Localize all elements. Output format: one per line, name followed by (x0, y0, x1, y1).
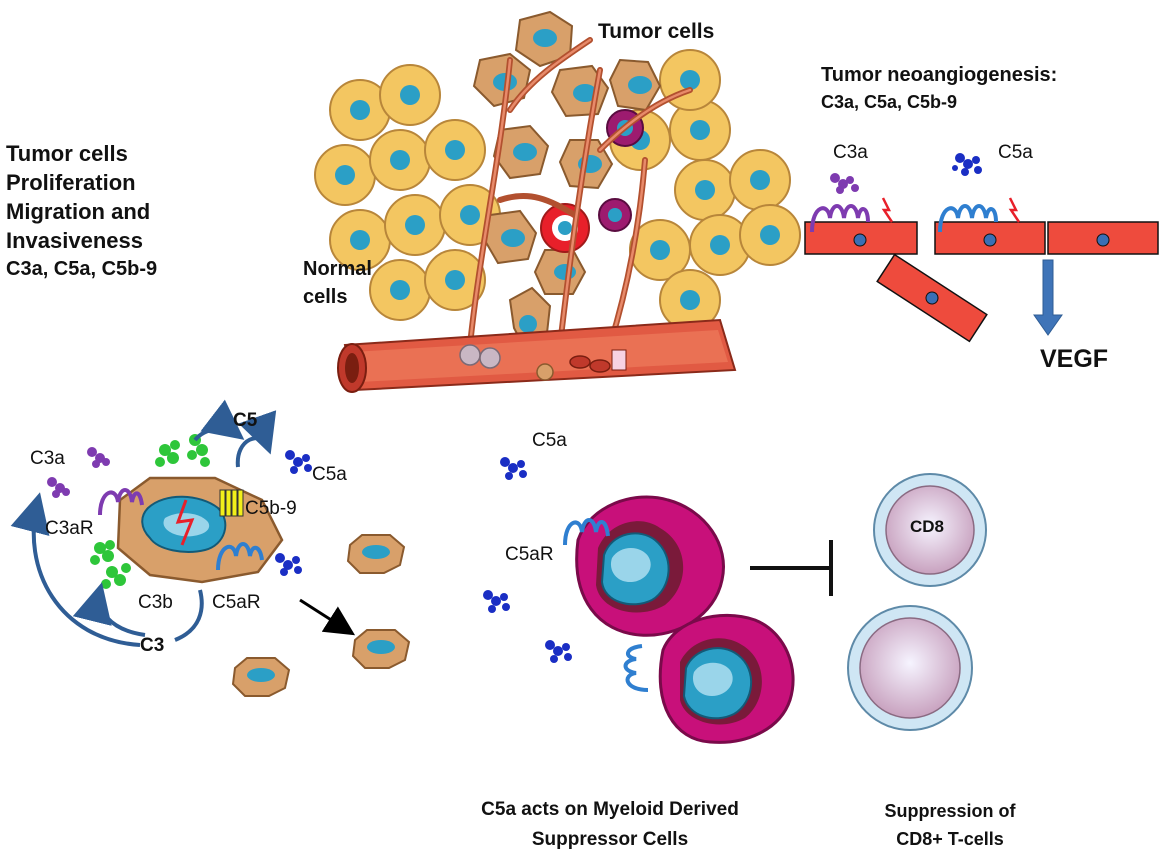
normal-cells-label-1: Normal (303, 258, 372, 280)
left-panel-line: Tumor cells (6, 141, 128, 166)
endothelial-cell-sprouting (876, 253, 988, 343)
c3-to-c3b-arrow (72, 582, 146, 637)
mdsc-caption: C5a acts on Myeloid Derived Suppressor C… (410, 795, 810, 855)
c5a-molecule-icon (952, 153, 982, 176)
c5-cleavage-arrow (235, 410, 277, 468)
angiogenesis-title-2: C3a, C5a, C5b-9 (821, 92, 958, 112)
left-panel-line: C3a, C5a, C5b-9 (6, 258, 158, 280)
c5ar-label: C5aR (212, 592, 261, 613)
complement-tumor-cell (98, 476, 284, 584)
signal-bolt-icon (1008, 197, 1021, 223)
c5a-molecule-icon (483, 457, 572, 663)
left-panel-line: Invasiveness (6, 228, 143, 253)
c3a-receptor-icon (98, 488, 144, 516)
c3b-label: C3b (138, 592, 173, 613)
c5a-label-left: C5a (312, 464, 347, 485)
c5-to-c5b9-arrow (193, 399, 245, 442)
c5a-molecule-icon (275, 450, 312, 576)
c3a-molecule-icon (47, 447, 110, 498)
c3-to-c3a-arrow (10, 492, 141, 647)
cd8-label: CD8 (910, 517, 945, 536)
angiogenesis-title-1: Tumor neoangiogenesis: (821, 64, 1058, 86)
tumor-cells-label: Tumor cells (598, 20, 715, 43)
migration-arrow (299, 598, 356, 636)
tcells-caption-line: Suppression of (884, 801, 1016, 821)
c3a-molecule-icon (830, 173, 859, 194)
down-arrow-icon (1033, 259, 1063, 336)
c3-branch-arrow (174, 589, 204, 642)
blood-vessel (337, 318, 737, 393)
signal-bolt-icon (881, 197, 894, 223)
cd8-t-cells (847, 473, 987, 731)
mdsc-cells (563, 495, 795, 744)
angiogenesis-c5a-label: C5a (998, 142, 1033, 163)
c5a-receptor-icon (623, 644, 649, 692)
mdsc-caption-line: Suppressor Cells (531, 829, 689, 850)
c3ar-label: C3aR (45, 518, 94, 539)
c5b9-pore-icon (219, 489, 244, 517)
c3a-label: C3a (30, 448, 65, 469)
c3b-molecule-icon (90, 434, 210, 589)
mdsc-c5ar-label: C5aR (505, 544, 554, 565)
left-panel-title: Tumor cells Proliferation Migration and … (6, 139, 157, 284)
left-panel-line: Migration and (6, 199, 151, 224)
mdsc-caption-line: C5a acts on Myeloid Derived (481, 799, 739, 820)
tumor-mass (314, 10, 801, 393)
vegf-label: VEGF (1040, 345, 1109, 373)
c5-label: C5 (233, 410, 258, 431)
tcells-caption: Suppression of CD8+ T-cells (860, 797, 1040, 853)
c5b9-label: C5b-9 (245, 498, 297, 519)
tcells-caption-line: CD8+ T-cells (896, 829, 1004, 849)
normal-cells-label-2: cells (303, 286, 348, 308)
angiogenesis-c3a-label: C3a (833, 142, 868, 163)
c5a-receptor-icon (563, 518, 610, 546)
c3-label: C3 (140, 635, 165, 656)
neoangiogenesis-panel (804, 153, 1159, 343)
mdsc-c5a-label: C5a (532, 430, 567, 451)
c3a-receptor-icon (810, 204, 870, 233)
c5a-receptor-icon (216, 542, 264, 571)
inhibition-symbol (750, 540, 833, 596)
left-panel-line: Proliferation (6, 170, 136, 195)
c5a-receptor-icon (938, 204, 998, 233)
